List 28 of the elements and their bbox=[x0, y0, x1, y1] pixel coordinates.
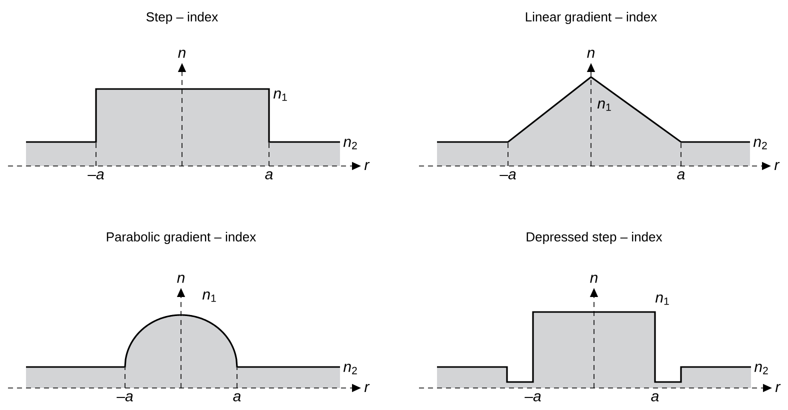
curve-label: n$_{1}$ bbox=[202, 291, 216, 302]
curve-label: n$_{2}$ bbox=[754, 364, 768, 374]
curve-label: n$_{1}$ bbox=[597, 100, 611, 111]
plot-title: Depressed step – index bbox=[526, 232, 662, 244]
tick-label: a bbox=[265, 171, 273, 180]
plot-title: Step – index bbox=[146, 12, 218, 24]
axis-label: n bbox=[587, 50, 594, 58]
curve-label: n$_{1}$ bbox=[655, 294, 669, 305]
axis-label: n bbox=[590, 274, 598, 283]
axis-label: r bbox=[364, 162, 370, 170]
tick-label: –a bbox=[88, 171, 104, 180]
curve-label: n$_{2}$ bbox=[343, 138, 357, 150]
curve-label: n$_{2}$ bbox=[753, 138, 767, 150]
axis-label: r bbox=[775, 384, 781, 392]
axis-label: n bbox=[178, 50, 186, 58]
curve-label: n$_{2}$ bbox=[343, 364, 357, 374]
axis-label: r bbox=[364, 384, 370, 392]
axis-label: r bbox=[774, 162, 780, 170]
axis-label: n bbox=[177, 274, 184, 283]
tick-label: a bbox=[233, 393, 241, 402]
tick-label: –a bbox=[116, 393, 133, 402]
tick-label: a bbox=[677, 171, 685, 180]
curve-label: n$_{1}$ bbox=[273, 90, 287, 101]
tick-label: –a bbox=[500, 171, 516, 180]
plot-title: Linear gradient – index bbox=[526, 12, 657, 24]
tick-label: –a bbox=[524, 393, 541, 402]
tick-label: a bbox=[651, 393, 659, 402]
plot-title: Parabolic gradient – index bbox=[106, 232, 256, 244]
